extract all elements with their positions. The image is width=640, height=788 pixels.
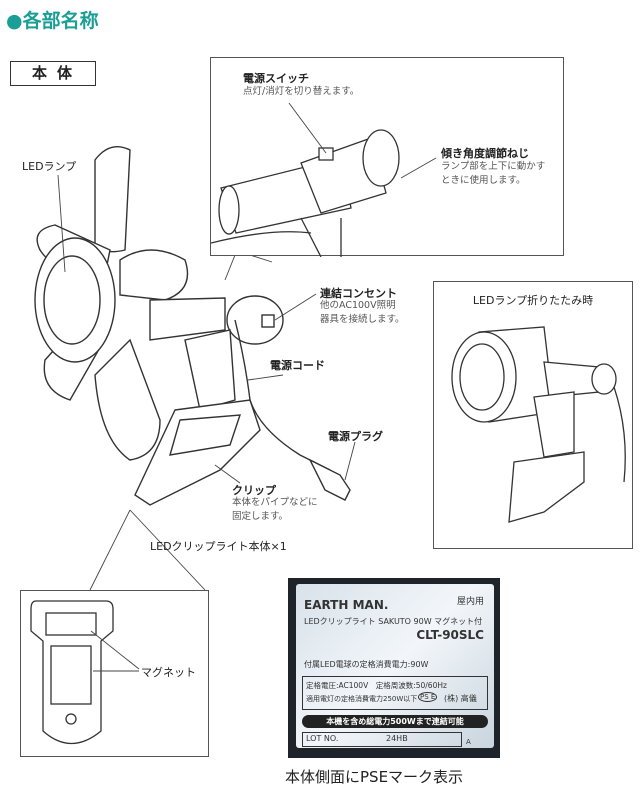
lamp-blade xyxy=(94,146,131,253)
clip-desc-1: 本体をパイプなどに xyxy=(232,497,318,508)
lot-label: LOT NO. xyxy=(306,734,339,743)
connection-banner: 本機を含め総電力500Wまで連結可能 xyxy=(302,715,488,728)
switch-detail-box: 電源スイッチ 点灯/消灯を切り替えます。 傾き角度調節ねじ ランプ部を上下に動か… xyxy=(210,57,564,257)
product-name: LEDクリップライト SAKUTO 90W マグネット付 xyxy=(304,617,483,626)
rating-line-1: 定格電圧:AC100V 定格周波数:50/60Hz xyxy=(306,681,447,690)
lot-value: 24HB xyxy=(386,734,408,743)
rating-line-2: 適用電灯の定格消費電力250W以下 xyxy=(306,695,418,703)
page-title: ●各部名称 xyxy=(6,10,99,32)
rating-label-photo: EARTH MAN. 屋内用 LEDクリップライト SAKUTO 90W マグネ… xyxy=(288,578,500,758)
power-switch-label: 電源スイッチ xyxy=(243,72,309,85)
section-label: 本体 xyxy=(10,61,96,86)
magnet-detail-box: マグネット xyxy=(20,590,209,757)
tilt-screw-desc-1: ランプ部を上下に動かす xyxy=(441,161,546,172)
lamp-blade xyxy=(119,249,189,301)
outlet-desc-2: 器具を接続します。 xyxy=(320,314,405,325)
lot-suffix: A xyxy=(466,738,471,746)
pse-mark: PS E xyxy=(418,692,438,702)
led-lamp-label: LEDランプ xyxy=(22,160,77,173)
clip-desc-2: 固定します。 xyxy=(232,511,289,522)
indoor-use: 屋内用 xyxy=(456,597,484,607)
magnet-label: マグネット xyxy=(141,666,196,679)
clip-label: クリップ xyxy=(232,484,276,497)
folded-lamp-box: LEDランプ折りたたみ時 xyxy=(433,281,633,549)
power-switch-desc: 点灯/消灯を切り替えます。 xyxy=(243,86,360,97)
tilt-screw-label: 傾き角度調節ねじ xyxy=(441,147,529,160)
folded-lamp-illustration xyxy=(451,326,626,523)
brand: EARTH MAN. xyxy=(304,598,389,612)
folded-caption: LEDランプ折りたたみ時 xyxy=(472,294,594,307)
pse-caption: 本体側面にPSEマーク表示 xyxy=(285,768,464,786)
clip-back-illustration xyxy=(30,600,140,744)
outlet-label: 連結コンセント xyxy=(320,287,397,300)
outlet-desc-1: 他のAC100V照明 xyxy=(320,300,396,311)
body-caption: LEDクリップライト本体×1 xyxy=(150,540,287,553)
maker-name: (株) 高儀 xyxy=(444,694,477,703)
switch-illustration xyxy=(211,102,437,257)
power-cord-label: 電源コード xyxy=(270,359,325,372)
lamp-blade xyxy=(94,338,161,461)
tilt-screw-desc-2: ときに使用します。 xyxy=(441,175,526,186)
model-number: CLT-90SLC xyxy=(416,628,484,642)
power-plug-label: 電源プラグ xyxy=(328,430,383,443)
bulb-power: 付属LED電球の定格消費電力:90W xyxy=(304,660,429,669)
